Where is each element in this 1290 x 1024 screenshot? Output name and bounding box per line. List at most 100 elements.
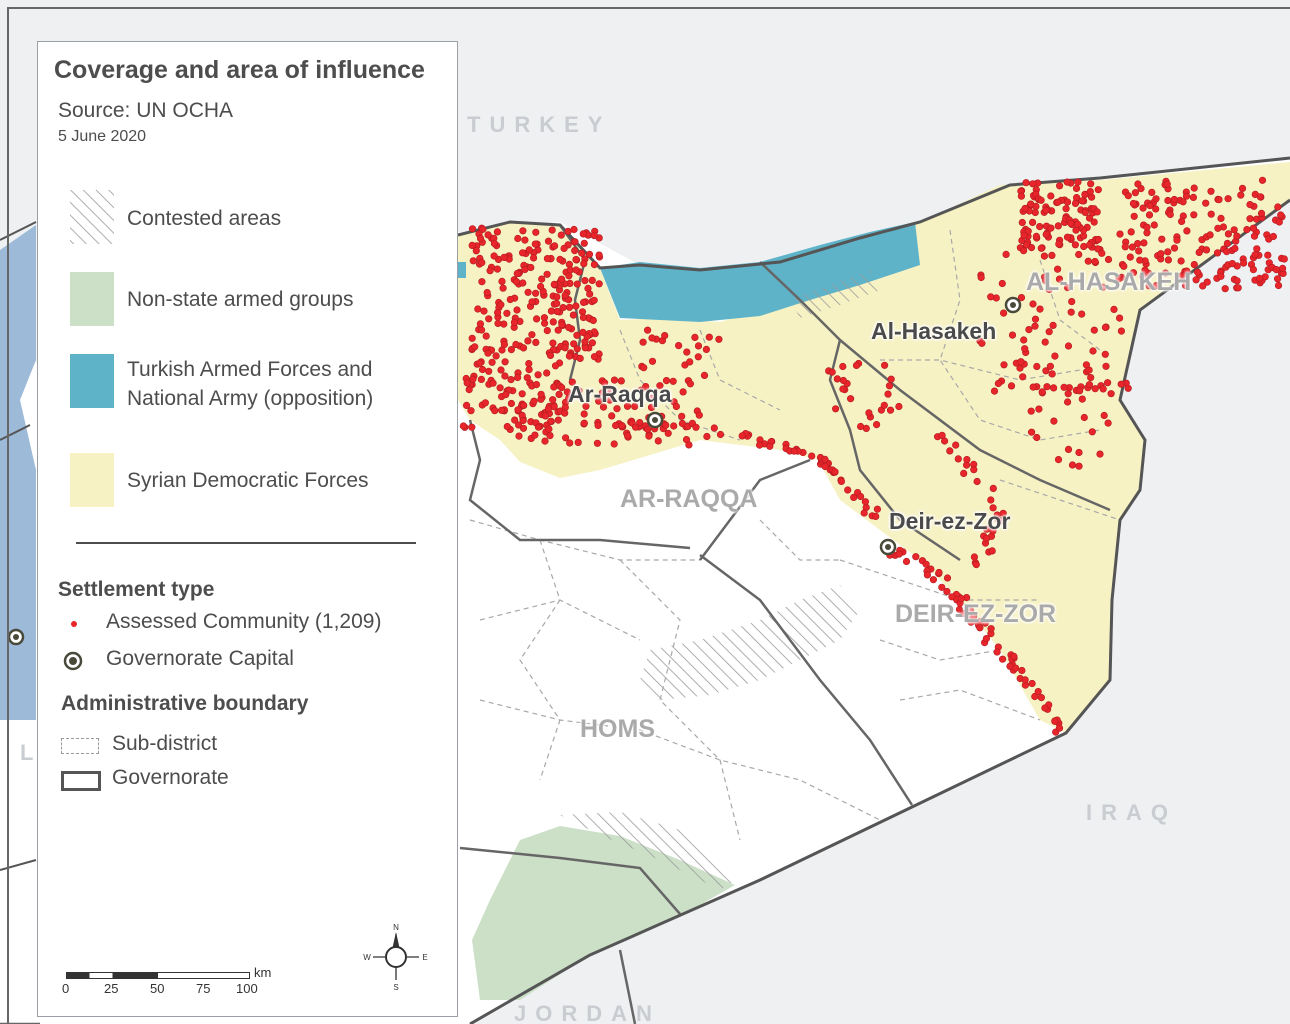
community-dot — [513, 373, 522, 382]
community-dot — [1272, 266, 1280, 274]
contested-swatch — [70, 190, 114, 244]
community-dot — [1116, 230, 1124, 238]
community-dot — [525, 366, 533, 374]
community-dot — [1063, 178, 1071, 186]
community-dot — [550, 242, 559, 250]
community-dot — [808, 452, 816, 460]
community-dot — [1037, 196, 1045, 204]
community-dot — [631, 423, 640, 431]
community-dot — [555, 390, 563, 399]
community-dot — [469, 375, 477, 383]
community-dot — [572, 266, 580, 274]
community-dot — [1033, 433, 1041, 442]
community-dot — [872, 512, 880, 521]
community-dot — [703, 432, 711, 441]
capital-marker-al-hasakeh[interactable] — [1004, 296, 1022, 314]
compass-s: S — [393, 983, 398, 992]
community-dot — [1143, 223, 1151, 231]
community-dot — [976, 624, 984, 632]
community-dot — [503, 309, 511, 317]
community-dot — [1135, 247, 1143, 255]
community-dot — [497, 366, 505, 374]
community-dot — [1129, 199, 1137, 208]
community-dot — [547, 307, 556, 315]
community-dot — [1207, 210, 1215, 218]
community-dot — [1093, 208, 1101, 216]
community-dot — [1064, 390, 1072, 398]
community-dot — [561, 291, 569, 300]
community-dot — [570, 225, 578, 234]
community-dot — [1021, 204, 1029, 213]
community-dot — [1234, 284, 1242, 292]
community-dot — [1124, 192, 1132, 200]
community-dot — [532, 338, 540, 347]
turkish-forces-area-west — [458, 262, 466, 278]
community-dot — [993, 648, 1001, 656]
community-dot — [1055, 240, 1063, 248]
capital-marker-west[interactable] — [7, 628, 25, 646]
community-dot — [610, 440, 618, 448]
community-dot — [564, 227, 572, 235]
community-dot — [561, 434, 570, 442]
community-dot — [483, 289, 491, 297]
community-dot — [474, 305, 482, 313]
community-dot — [1045, 285, 1053, 294]
country-label-jordan: JORDAN — [514, 1001, 661, 1024]
community-dot — [1019, 247, 1028, 255]
community-dot — [1037, 244, 1045, 252]
community-dot — [1177, 257, 1185, 265]
capital-marker-ar-raqqa[interactable] — [646, 411, 664, 429]
community-dot — [856, 422, 865, 431]
community-dot — [895, 550, 903, 558]
community-dot — [639, 338, 647, 346]
community-dot — [549, 339, 557, 347]
community-dot — [1025, 326, 1033, 334]
community-dot — [1040, 252, 1048, 260]
community-dot — [1115, 275, 1123, 283]
community-dot — [507, 399, 516, 408]
community-dot — [579, 328, 587, 337]
community-dot — [1038, 388, 1046, 396]
community-dot — [492, 352, 500, 360]
community-dot — [574, 438, 582, 447]
community-dot — [513, 306, 521, 314]
community-dot — [576, 354, 584, 363]
community-dot — [524, 288, 532, 296]
community-dot — [837, 477, 846, 486]
capital-marker-deir-ez-zor[interactable] — [879, 538, 897, 556]
community-dot — [547, 417, 555, 425]
community-dot — [831, 468, 839, 476]
community-dot — [559, 304, 567, 312]
community-dot — [519, 424, 528, 432]
community-dot — [573, 331, 581, 339]
community-dot — [1051, 717, 1059, 725]
community-dot — [513, 269, 521, 278]
community-dot — [1094, 186, 1102, 194]
community-dot — [902, 557, 911, 566]
community-dot — [531, 240, 539, 248]
community-dot — [640, 364, 648, 372]
community-dot — [1084, 257, 1092, 265]
community-dot — [1055, 724, 1064, 732]
community-dot — [546, 432, 554, 440]
legend-title: Coverage and area of influence — [54, 56, 425, 84]
community-dot — [493, 265, 502, 273]
community-dot — [1072, 184, 1081, 192]
community-dot — [1199, 282, 1207, 290]
community-dot — [856, 492, 865, 501]
community-dot — [1096, 450, 1104, 458]
community-dot — [590, 231, 598, 240]
community-dot — [485, 367, 493, 375]
community-dot — [1033, 362, 1041, 371]
community-dot — [515, 432, 523, 440]
community-dot — [790, 447, 798, 455]
community-dot — [1139, 204, 1147, 212]
community-dot — [694, 353, 702, 361]
community-dot — [490, 252, 498, 260]
city-label-ar-raqqa: Ar-Raqqa — [568, 381, 672, 407]
community-dot — [1228, 260, 1236, 268]
community-dot — [540, 319, 549, 327]
community-dot — [1087, 180, 1095, 188]
community-dot — [557, 275, 566, 283]
community-dot — [1214, 224, 1222, 232]
